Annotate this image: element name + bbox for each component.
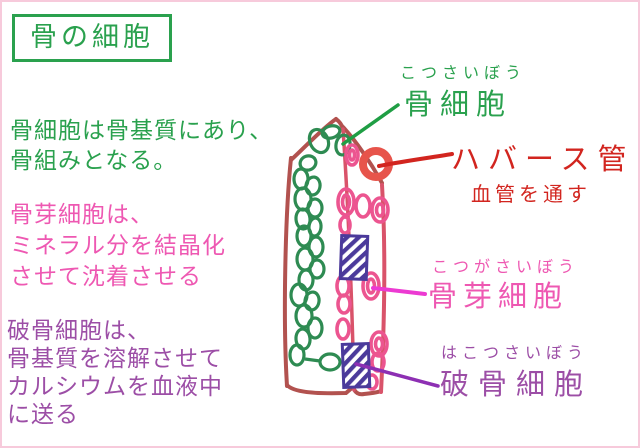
osteoclast-description: 破骨細胞は、 骨基質を溶解させて カルシウムを血液中 に送る: [7, 317, 223, 429]
osteoclast-arrow: [354, 362, 440, 388]
haversian-note: 血管を通す: [471, 182, 591, 206]
osteoblast-description: 骨芽細胞は、 ミネラル分を結晶化 させて沈着させる: [10, 200, 226, 293]
osteoblast-cells: [335, 143, 390, 391]
haversian-arrow: [377, 152, 454, 168]
osteoclast-furigana: はこつさいぼう: [441, 343, 589, 362]
osteoblast-description-line3: させて沈着させる: [10, 264, 202, 290]
osteoclast-description-line4: に送る: [7, 402, 79, 428]
osteoclast-description-line1: 破骨細胞は、: [7, 318, 151, 344]
haversian-label: ハバース管: [451, 142, 635, 176]
osteocyte-description-line2: 骨組みとなる。: [10, 148, 178, 174]
osteoblast-furigana: こつがさいぼう: [432, 257, 580, 276]
osteoblast-arrow: [371, 286, 427, 296]
osteoclast-description-line3: カルシウムを血液中: [7, 374, 223, 400]
osteoblast-label: 骨芽細胞: [428, 279, 569, 313]
osteoclast-label: 破骨細胞: [440, 367, 593, 401]
osteocyte-arrow: [341, 103, 400, 146]
osteocyte-description-line1: 骨細胞は骨基質にあり、: [10, 118, 274, 144]
osteoclast-cell-top: [338, 234, 370, 281]
osteocyte-label: 骨細胞: [404, 87, 513, 121]
osteocyte-description: 骨細胞は骨基質にあり、 骨組みとなる。: [10, 116, 273, 176]
page-title-text: 骨の細胞: [30, 22, 154, 53]
osteocyte-chain: [288, 124, 352, 372]
osteoclast-description-line2: 骨基質を溶解させて: [7, 346, 223, 372]
osteoblast-description-line2: ミネラル分を結晶化: [10, 233, 226, 259]
osteocyte-furigana: こつさいぼう: [400, 63, 527, 82]
page-title: 骨の細胞: [12, 14, 172, 62]
osteoblast-description-line1: 骨芽細胞は、: [10, 202, 154, 228]
